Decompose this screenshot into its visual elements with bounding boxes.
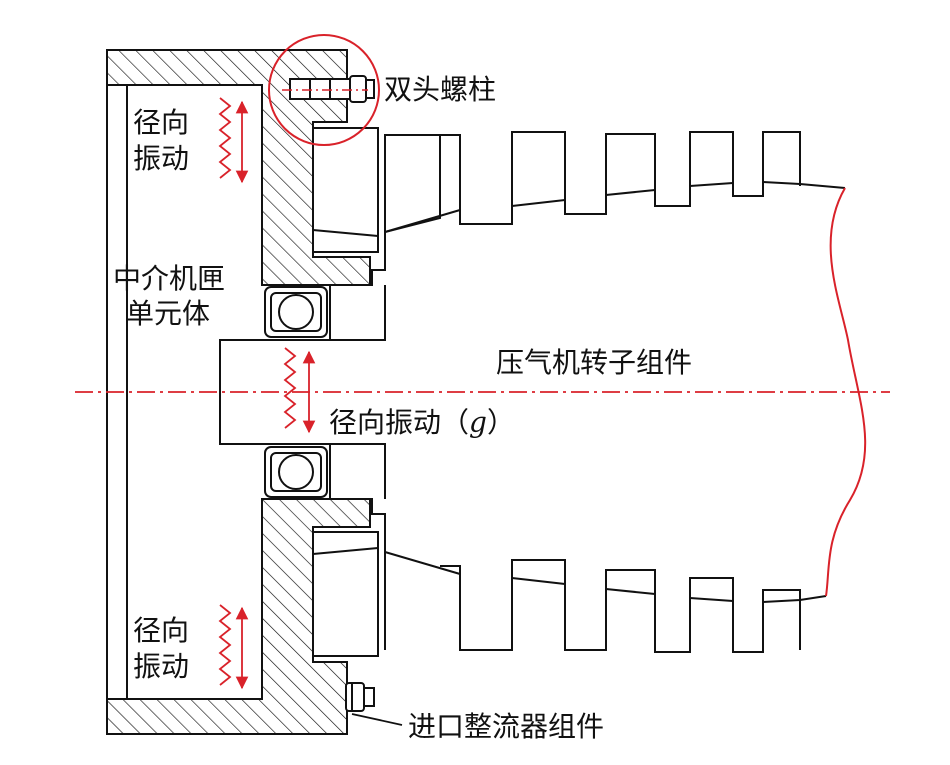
break-line [825, 187, 867, 597]
label-rotor-assembly: 压气机转子组件 [496, 346, 692, 379]
vibration-top [218, 97, 249, 184]
label-inlet-guide-vane: 进口整流器组件 [408, 710, 604, 743]
casing [106, 49, 371, 735]
label-radial-vibration-center-text: 径向振动（ [329, 406, 469, 439]
bearing-bottom [264, 446, 328, 498]
rotor-blades-top [312, 127, 846, 253]
label-radial-vibration-center: 径向振动（g） [329, 406, 515, 439]
inlet-guide-vane-leader [351, 713, 403, 726]
shaft-profile-lower [360, 498, 386, 650]
vibration-center [283, 347, 316, 434]
label-stud-bolt: 双头螺柱 [384, 73, 496, 106]
label-radial-vibration-top-2: 振动 [133, 142, 189, 175]
label-radial-vibration-bottom-2: 振动 [133, 650, 189, 683]
stud-bolt-top [289, 75, 375, 103]
rotor-blades-bottom [312, 531, 827, 657]
stud-bolt-highlight-circle [268, 34, 380, 146]
label-radial-vibration-top-1: 径向 [133, 106, 189, 139]
vibration-bottom [218, 604, 249, 690]
label-radial-vibration-center-close: ） [487, 406, 515, 439]
label-radial-vibration-bottom-1: 径向 [133, 614, 189, 647]
label-casing-unit-2: 单元体 [126, 297, 210, 330]
hub-step-top [330, 285, 386, 341]
hub-step-bottom [330, 443, 386, 499]
stud-bolt-bottom [345, 682, 375, 712]
label-radial-vibration-center-symbol: g [469, 406, 487, 439]
bearing-top [264, 286, 328, 338]
label-casing-unit-1: 中介机匣 [113, 262, 225, 295]
